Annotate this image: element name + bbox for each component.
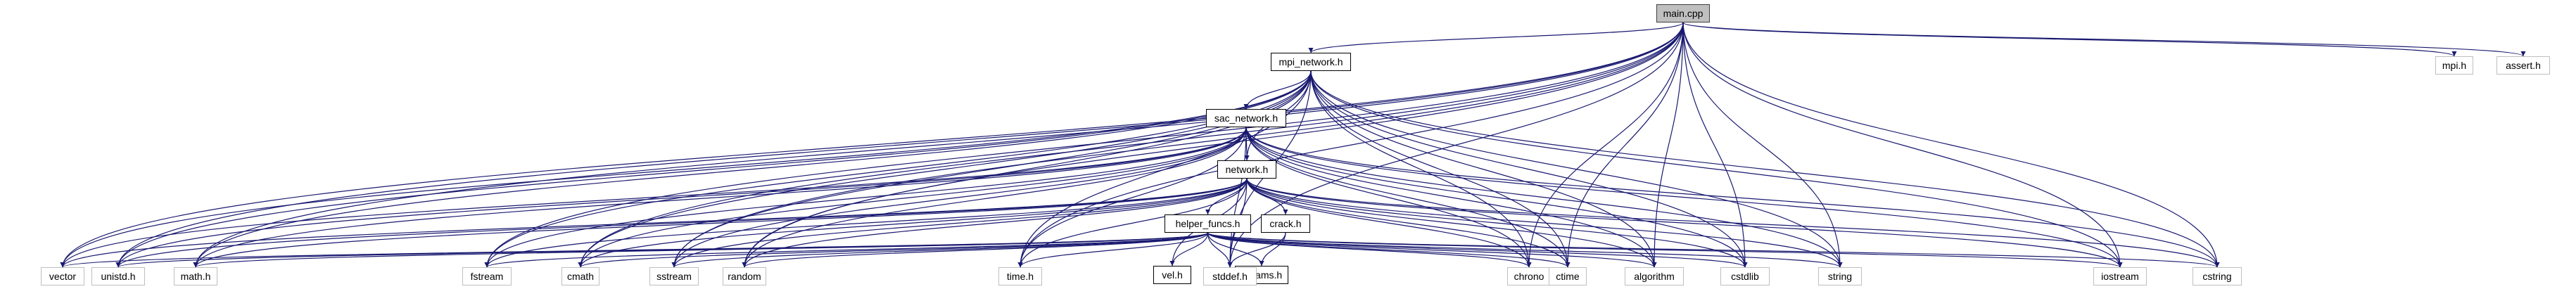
edge-helper-funcs-h-to-cstdlib: [1207, 232, 1748, 268]
node-time-h[interactable]: time.h: [998, 267, 1042, 285]
node-random[interactable]: random: [723, 267, 766, 285]
edge-network-h-to-fstream: [484, 178, 1248, 268]
edge-sac-network-h-to-unistd-h: [115, 127, 1247, 268]
edge-mpi-network-h-to-cmath: [578, 70, 1312, 268]
node-vector[interactable]: vector: [41, 267, 84, 285]
edge-helper-funcs-h-to-random: [742, 232, 1209, 268]
edge-network-h-to-math-h: [193, 178, 1248, 268]
edge-main-cpp-to-time-h: [1017, 22, 1684, 268]
edge-mpi-network-h-to-iostream: [1310, 70, 2123, 268]
node-mpi-network-h[interactable]: mpi_network.h: [1270, 53, 1352, 71]
edge-sac-network-h-to-iostream: [1245, 127, 2123, 268]
edge-main-cpp-to-mpi-network-h: [1308, 22, 1684, 53]
edge-network-h-to-string: [1246, 178, 1843, 268]
edge-sac-network-h-to-vector: [60, 127, 1247, 268]
edge-helper-funcs-h-to-time-h: [1017, 232, 1209, 268]
edge-helper-funcs-h-to-sstream: [671, 232, 1209, 268]
node-helper-funcs-h[interactable]: helper_funcs.h: [1165, 214, 1251, 233]
edge-network-h-to-cstring: [1246, 178, 2220, 268]
node-crack-h[interactable]: crack.h: [1261, 214, 1310, 233]
edge-main-cpp-to-fstream: [484, 22, 1684, 268]
edge-mpi-network-h-to-cstring: [1310, 70, 2220, 268]
edge-helper-funcs-h-to-cstring: [1207, 232, 2220, 268]
node-cstring[interactable]: cstring: [2193, 267, 2242, 285]
node-string[interactable]: string: [1818, 267, 1862, 285]
edge-main-cpp-to-stddef-h: [1227, 22, 1684, 268]
node-sac-network-h[interactable]: sac_network.h: [1205, 109, 1287, 127]
node-cmath[interactable]: cmath: [561, 267, 599, 285]
node-fstream[interactable]: fstream: [462, 267, 512, 285]
edge-helper-funcs-h-to-ctime: [1207, 232, 1571, 268]
node-stddef-h[interactable]: stddef.h: [1203, 267, 1257, 285]
edge-network-h-to-vector: [60, 178, 1248, 268]
edge-sac-network-h-to-time-h: [1017, 127, 1247, 268]
edge-helper-funcs-h-to-unistd-h: [115, 232, 1209, 268]
edge-sac-network-h-to-sstream: [671, 127, 1247, 268]
edge-main-cpp-to-string: [1682, 22, 1843, 268]
node-vel-h[interactable]: vel.h: [1153, 266, 1191, 284]
edge-mpi-network-h-to-sac-network-h: [1243, 70, 1312, 110]
edge-helper-funcs-h-to-vel-h: [1169, 232, 1209, 266]
node-unistd-h[interactable]: unistd.h: [91, 267, 146, 285]
edge-mpi-network-h-to-ctime: [1310, 70, 1571, 268]
edge-crack-h-to-params-h: [1259, 232, 1286, 266]
edge-mpi-network-h-to-math-h: [193, 70, 1312, 268]
edge-sac-network-h-to-fstream: [484, 127, 1247, 268]
edge-network-h-to-iostream: [1246, 178, 2123, 268]
edge-sac-network-h-to-cstdlib: [1245, 127, 1748, 268]
edge-main-cpp-to-assert-h: [1682, 22, 2526, 57]
edge-main-cpp-to-ctime: [1565, 22, 1684, 268]
node-math-h[interactable]: math.h: [174, 267, 217, 285]
node-mpi-h[interactable]: mpi.h: [2435, 56, 2473, 75]
edge-mpi-network-h-to-random: [742, 70, 1312, 268]
node-network-h[interactable]: network.h: [1217, 160, 1277, 179]
edge-network-h-to-time-h: [1017, 178, 1248, 268]
edge-main-cpp-to-sstream: [671, 22, 1684, 268]
node-cstdlib[interactable]: cstdlib: [1720, 267, 1770, 285]
edge-network-h-to-random: [742, 178, 1248, 268]
node-assert-h[interactable]: assert.h: [2496, 56, 2551, 75]
edge-sac-network-h-to-chrono: [1245, 127, 1532, 268]
edge-helper-funcs-h-to-iostream: [1207, 232, 2123, 268]
edge-network-h-to-unistd-h: [115, 178, 1248, 268]
edge-sac-network-h-to-ctime: [1245, 127, 1571, 268]
edge-main-cpp-to-unistd-h: [115, 22, 1684, 268]
edge-helper-funcs-h-to-algorithm: [1207, 232, 1657, 268]
edge-mpi-network-h-to-cstdlib: [1310, 70, 1748, 268]
edge-sac-network-h-to-algorithm: [1245, 127, 1657, 268]
edge-mpi-network-h-to-sstream: [671, 70, 1312, 268]
edge-main-cpp-to-cstdlib: [1682, 22, 1748, 268]
node-ctime[interactable]: ctime: [1549, 267, 1587, 285]
edge-crack-h-to-stddef-h: [1227, 232, 1286, 268]
edge-main-cpp-to-math-h: [193, 22, 1684, 268]
node-chrono[interactable]: chrono: [1507, 267, 1551, 285]
edge-helper-funcs-h-to-cmath: [578, 232, 1209, 268]
node-main-cpp[interactable]: main.cpp: [1656, 4, 1711, 23]
edge-sac-network-h-to-cstring: [1245, 127, 2220, 268]
edge-main-cpp-to-mpi-h: [1682, 22, 2457, 57]
edge-network-h-to-algorithm: [1246, 178, 1657, 268]
edge-network-h-to-sstream: [671, 178, 1248, 268]
edge-main-cpp-to-algorithm: [1651, 22, 1684, 268]
edge-main-cpp-to-iostream: [1682, 22, 2123, 268]
node-algorithm[interactable]: algorithm: [1624, 267, 1684, 285]
edge-main-cpp-to-cstring: [1682, 22, 2220, 268]
edge-sac-network-h-to-cmath: [578, 127, 1247, 268]
edge-helper-funcs-h-to-string: [1207, 232, 1843, 268]
edge-sac-network-h-to-string: [1245, 127, 1843, 268]
edge-mpi-network-h-to-chrono: [1310, 70, 1532, 268]
node-iostream[interactable]: iostream: [2093, 267, 2147, 285]
edge-main-cpp-to-vector: [60, 22, 1684, 268]
edge-sac-network-h-to-stddef-h: [1227, 127, 1247, 268]
edge-helper-funcs-h-to-fstream: [484, 232, 1209, 268]
edge-sac-network-h-to-random: [742, 127, 1247, 268]
edge-mpi-network-h-to-algorithm: [1310, 70, 1657, 268]
node-sstream[interactable]: sstream: [649, 267, 699, 285]
edge-helper-funcs-h-to-math-h: [193, 232, 1209, 268]
